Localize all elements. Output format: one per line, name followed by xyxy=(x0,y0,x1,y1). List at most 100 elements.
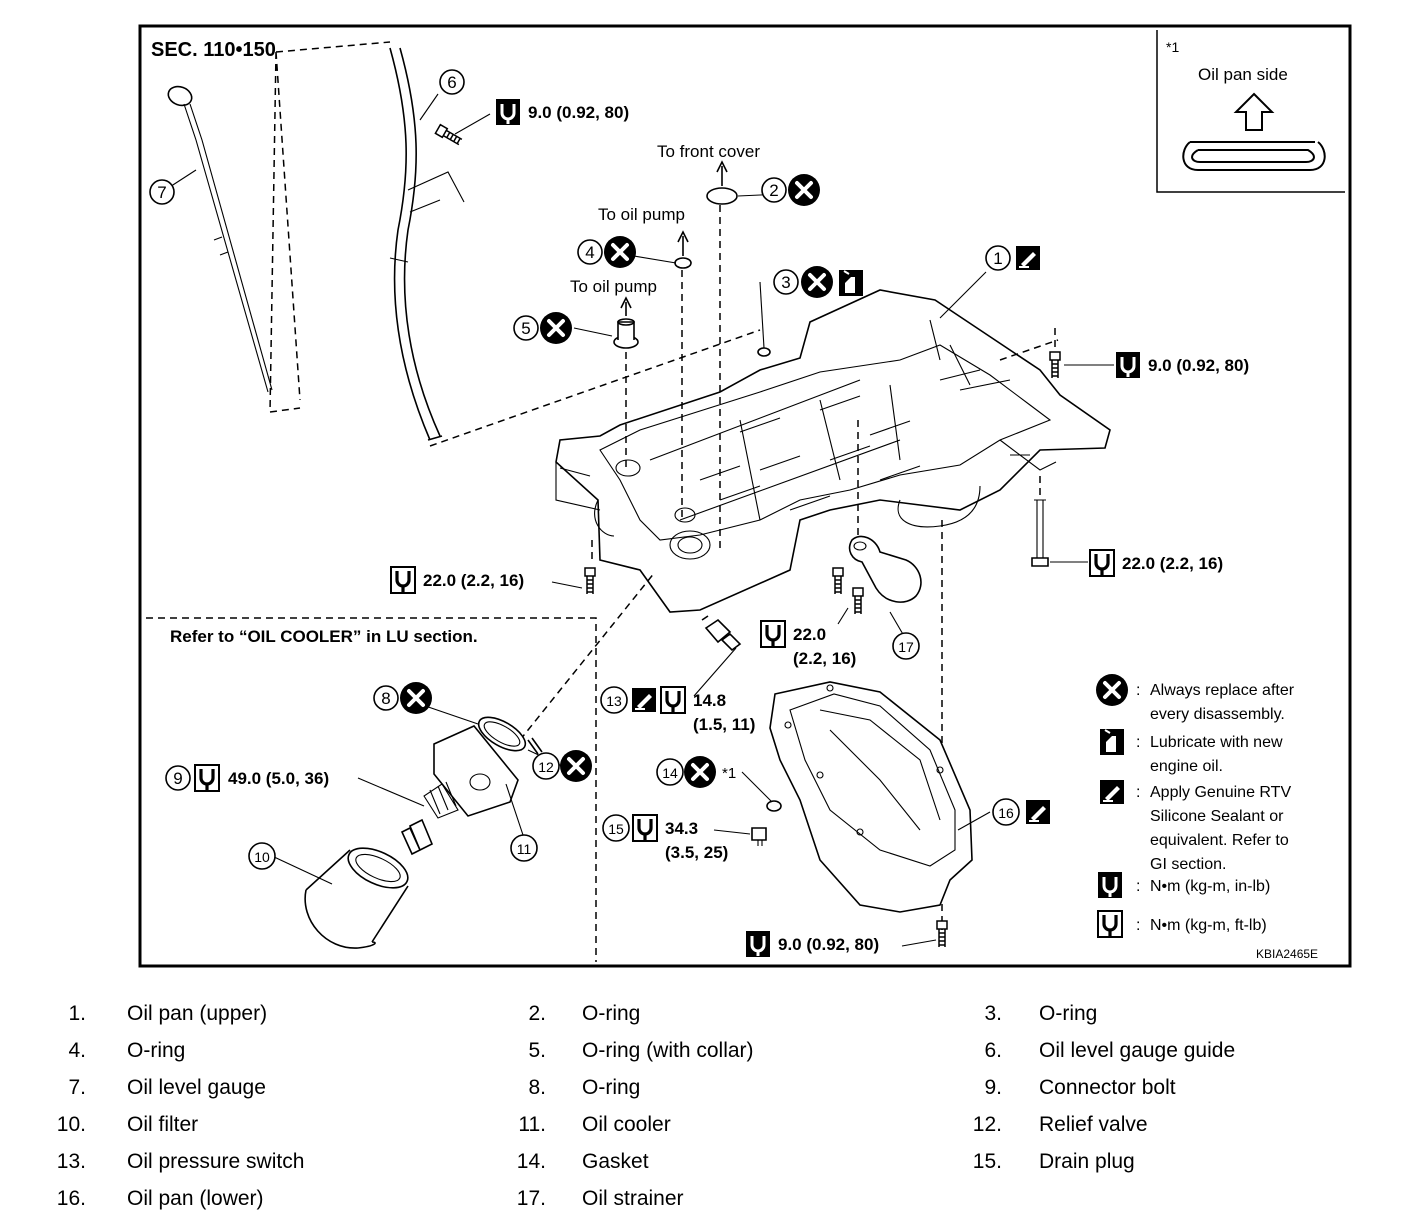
torque-bottom: 9.0 (0.92, 80) xyxy=(744,929,879,959)
svg-text:14: 14 xyxy=(662,765,678,781)
refer-note: Refer to “OIL COOLER” in LU section. xyxy=(170,627,478,646)
assembly-line-upper-right xyxy=(999,328,1059,361)
svg-text:GI section.: GI section. xyxy=(1150,856,1226,873)
dashed-outline-6 xyxy=(269,41,761,447)
replace-icon xyxy=(1094,672,1130,708)
replace-icon xyxy=(398,680,434,716)
torque-right-lower: 22.0 (2.2, 16) xyxy=(1088,548,1223,578)
sealant-icon xyxy=(1099,779,1125,805)
svg-text:3: 3 xyxy=(781,273,790,292)
callout-1: 1 xyxy=(985,245,1011,271)
torque-15: 34.3 (3.5, 25) xyxy=(631,813,728,862)
svg-text:every disassembly.: every disassembly. xyxy=(1150,706,1285,723)
torque-13: 14.8 (1.5, 11) xyxy=(659,685,755,734)
svg-text:8: 8 xyxy=(381,689,390,708)
oil-can-icon xyxy=(1099,728,1125,756)
label-to-oil-pump-2: To oil pump xyxy=(570,277,657,296)
oil-pressure-switch-drawing xyxy=(701,615,742,652)
svg-text:22.0: 22.0 xyxy=(793,625,826,644)
oil-level-gauge-guide-drawing xyxy=(389,47,465,441)
label-to-front-cover: To front cover xyxy=(657,142,760,161)
oil-level-gauge-drawing xyxy=(167,85,273,393)
legend: : Always replace after every disassembly… xyxy=(1094,672,1295,939)
torque-right-upper: 9.0 (0.92, 80) xyxy=(1114,350,1249,380)
svg-text:16: 16 xyxy=(998,805,1014,821)
inset-note-box: *1 Oil pan side xyxy=(1156,30,1345,193)
svg-text:equivalent. Refer to: equivalent. Refer to xyxy=(1150,832,1289,849)
torque-left: 22.0 (2.2, 16) xyxy=(389,565,524,595)
replace-icon xyxy=(799,264,835,300)
o-ring-3-drawing xyxy=(757,347,771,357)
callout-6: 6 xyxy=(439,69,465,95)
o-ring-2-drawing xyxy=(706,187,738,205)
torque-middle: 22.0 (2.2, 16) xyxy=(759,619,856,668)
torque-top: 9.0 (0.92, 80) xyxy=(494,97,629,127)
bolt-middle-1 xyxy=(832,567,844,595)
svg-text:6: 6 xyxy=(447,73,456,92)
sealant-icon xyxy=(1015,245,1041,271)
svg-text:17: 17 xyxy=(898,639,914,655)
svg-text:(2.2, 16): (2.2, 16) xyxy=(793,649,856,668)
svg-text:49.0 (5.0, 36): 49.0 (5.0, 36) xyxy=(228,769,329,788)
sealant-icon xyxy=(1025,799,1051,825)
replace-icon xyxy=(558,748,594,784)
lower-oil-pan-drawing xyxy=(769,681,973,913)
callout-7: 7 xyxy=(149,179,175,205)
assembly-line-oil-cooler xyxy=(519,571,656,741)
replace-icon xyxy=(682,754,718,790)
bolt-left xyxy=(584,567,596,595)
svg-text:5: 5 xyxy=(521,319,530,338)
svg-text:9.0 (0.92, 80): 9.0 (0.92, 80) xyxy=(1148,356,1249,375)
star-note-14: *1 xyxy=(722,765,736,782)
svg-text:13: 13 xyxy=(606,693,622,709)
replace-icon xyxy=(538,310,574,346)
svg-text:(3.5, 25): (3.5, 25) xyxy=(665,843,728,862)
callout-9: 9 xyxy=(165,765,191,791)
inset-label: Oil pan side xyxy=(1198,65,1288,84)
torque-ftlb-icon xyxy=(1096,909,1124,939)
svg-text:11: 11 xyxy=(517,841,532,857)
arrow-to-front-cover xyxy=(716,160,728,186)
svg-text:9.0 (0.92, 80): 9.0 (0.92, 80) xyxy=(528,103,629,122)
parts-list: 1.Oil pan (upper) 2.O-ring 3.O-ring 4.O-… xyxy=(56,1002,1236,1210)
diagram-frame xyxy=(138,24,1352,968)
callout-16: 16 xyxy=(992,798,1020,826)
inset-marker: *1 xyxy=(1166,39,1179,55)
svg-text::: : xyxy=(1136,917,1140,934)
svg-text:15: 15 xyxy=(608,821,624,837)
section-label: SEC. 110•150 xyxy=(151,39,276,61)
callout-12: 12 xyxy=(532,752,560,780)
oil-cooler-area-divider xyxy=(146,617,597,962)
callout-11: 11 xyxy=(510,834,538,862)
torque-9: 49.0 (5.0, 36) xyxy=(193,763,329,793)
svg-text:9.0 (0.92, 80): 9.0 (0.92, 80) xyxy=(778,935,879,954)
up-arrow-icon xyxy=(1233,92,1275,131)
callout-15: 15 xyxy=(602,814,630,842)
bolt-upper-right xyxy=(1049,351,1061,379)
drain-plug-15-drawing xyxy=(751,827,767,846)
bolt-middle-2 xyxy=(852,587,864,615)
svg-text:N•m (kg-m, in-lb): N•m (kg-m, in-lb) xyxy=(1150,878,1270,895)
bolt-right-long xyxy=(1031,499,1049,567)
svg-text::: : xyxy=(1136,784,1140,801)
gasket-14-drawing xyxy=(766,800,782,812)
upper-oil-pan-drawing xyxy=(555,289,1111,613)
oil-cooler-assembly-drawing xyxy=(304,716,543,949)
svg-text:Always replace after: Always replace after xyxy=(1150,682,1295,699)
svg-text:engine oil.: engine oil. xyxy=(1150,758,1223,775)
callout-13: 13 xyxy=(600,686,628,714)
callout-14: 14 xyxy=(656,758,684,786)
svg-text:Lubricate with new: Lubricate with new xyxy=(1150,734,1283,751)
exploded-view-diagram: SEC. 110•150 *1 Oil pan side xyxy=(138,24,1352,968)
svg-text:1: 1 xyxy=(993,249,1002,268)
svg-text:Silicone Sealant or: Silicone Sealant or xyxy=(1150,808,1284,825)
svg-text:22.0 (2.2, 16): 22.0 (2.2, 16) xyxy=(423,571,524,590)
callout-4: 4 xyxy=(577,239,603,265)
sealant-icon xyxy=(631,687,657,713)
oil-can-icon xyxy=(838,269,864,297)
svg-text:9: 9 xyxy=(173,769,182,788)
svg-text:14.8: 14.8 xyxy=(693,691,726,710)
svg-text:10: 10 xyxy=(254,849,270,865)
svg-text:34.3: 34.3 xyxy=(665,819,698,838)
svg-text:7: 7 xyxy=(157,183,166,202)
